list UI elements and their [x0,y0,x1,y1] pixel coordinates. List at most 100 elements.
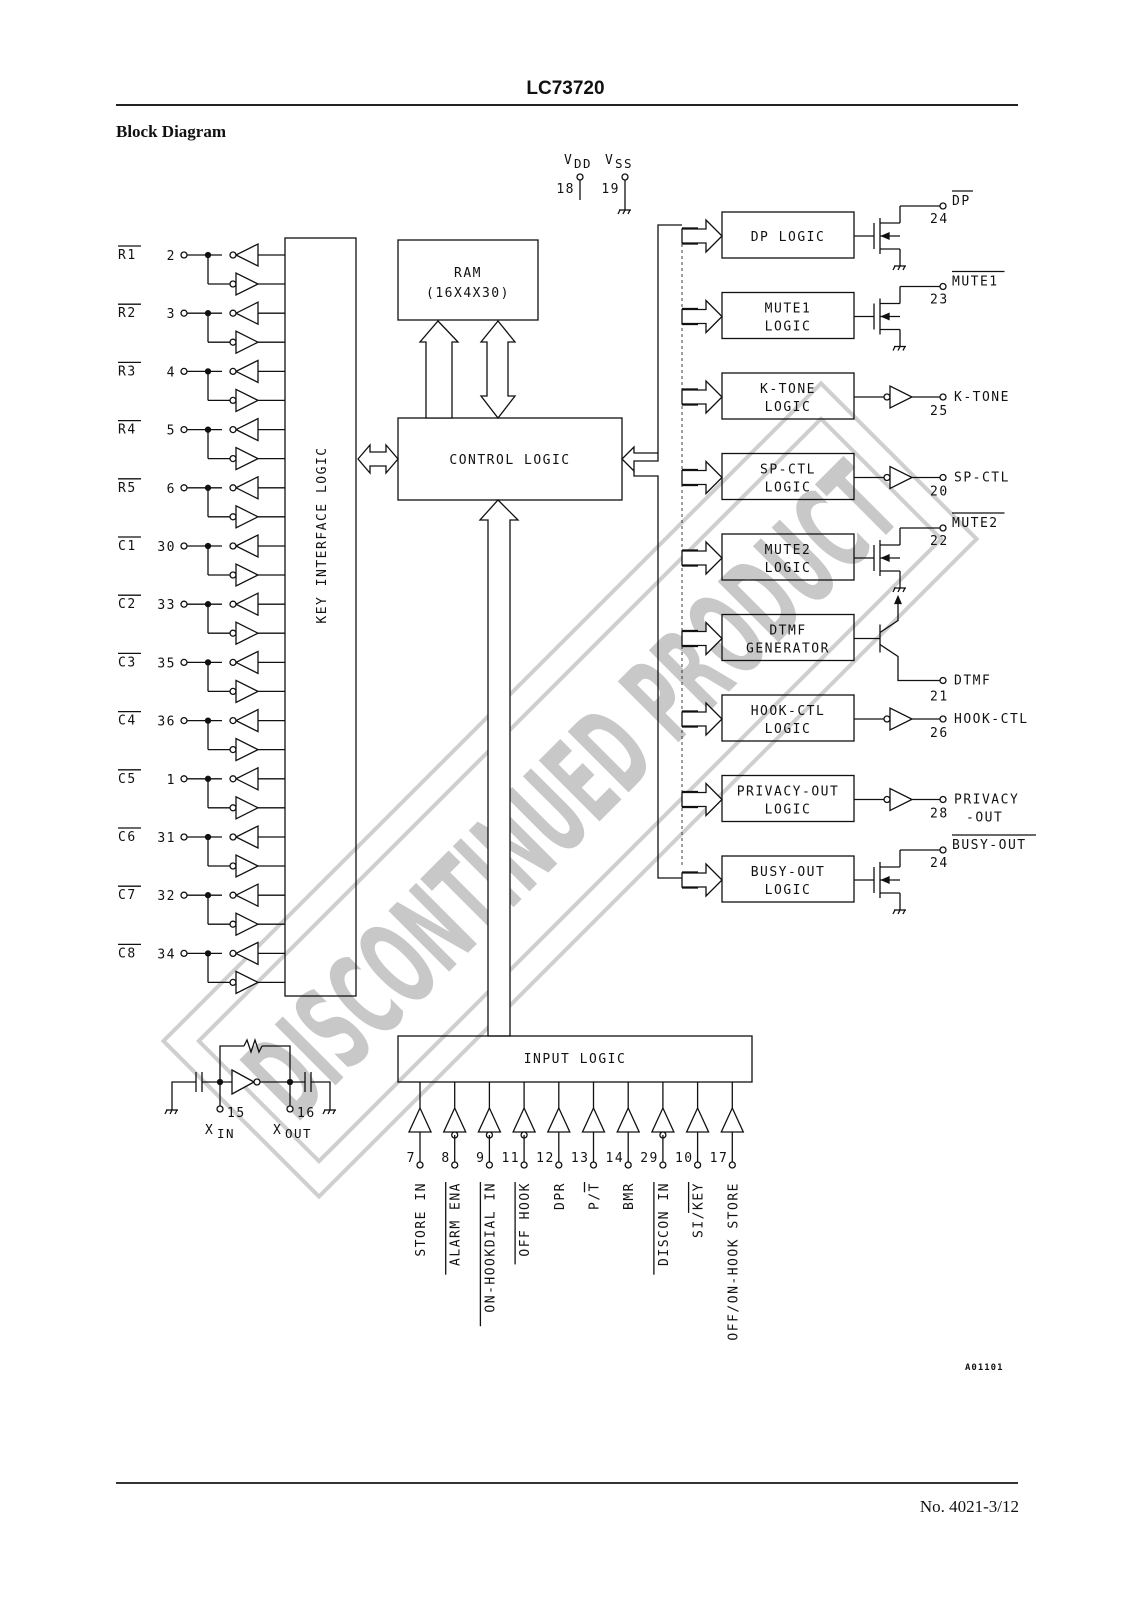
output-bus-arrow [681,459,723,496]
input-signal-label: ON-HOOKDIAL IN [483,1182,498,1313]
output-block-label: PRIVACY-OUT [737,785,840,800]
nmos-arrow [880,554,890,562]
vdd-pin-number: 18 [556,182,575,197]
input-terminal [728,1161,736,1169]
ground-icon [897,346,901,351]
inversion-bubble [229,571,237,579]
osc-wire [171,1081,196,1110]
ram-bidir-bus-arrow [479,319,517,420]
output-block-label-2: LOGIC [765,883,812,898]
output-signal-label: DTMF [954,674,991,689]
output-pin-number: 25 [930,404,949,419]
output-signal-label: HOOK-CTL [954,712,1029,727]
input-terminal [555,1161,563,1169]
inverter-icon [234,766,259,791]
document-number: No. 4021-3/12 [919,1497,1019,1516]
input-pin-number: 14 [606,1151,625,1166]
osc-wire [219,1045,244,1082]
key-input-label: C8 [118,946,137,961]
osc-inverter-icon [231,1068,256,1096]
output-signal-label-2: -OUT [966,811,1003,826]
input-signal-label: OFF HOOK [518,1182,533,1257]
key-pin-number: 2 [167,249,176,264]
output-bus-wire [657,224,682,453]
inversion-bubble [229,775,237,783]
ground-icon [327,1109,331,1115]
xin-terminal [216,1105,224,1113]
output-block-label-2: GENERATOR [746,642,830,657]
ground-icon [897,265,901,271]
buffer-icon [889,465,914,490]
inversion-bubble [883,473,891,482]
input-buffer-icon [581,1106,606,1133]
inversion-bubble [229,920,237,928]
key-pin-terminal [180,484,188,492]
key-pin-number: 33 [157,598,176,613]
output-terminal [939,795,947,804]
output-pin-number: 26 [930,726,949,741]
bjt-collector [879,600,899,634]
key-input-label: C4 [118,714,137,729]
inversion-bubble [229,716,237,725]
inverter-icon [234,592,259,617]
ground-icon [622,209,626,215]
inversion-bubble [229,425,237,434]
input-pin-number: 10 [675,1151,694,1166]
key-input-label: R5 [118,481,137,496]
ground-icon [892,587,896,593]
output-signal-label: BUSY-OUT [952,838,1027,853]
key-pin-number: 35 [157,656,176,671]
key-pin-terminal [180,949,188,958]
output-bus-arrow [681,540,723,576]
buffer-icon [235,330,260,355]
inverter-icon [234,708,259,733]
key-pin-terminal [180,775,188,783]
key-input-label: R2 [118,306,137,321]
output-logic-block [721,372,855,420]
input-logic-label: INPUT LOGIC [524,1052,627,1067]
inverter-icon [234,359,259,384]
vdd-terminal [576,173,584,181]
key-interface-logic-block [284,237,357,997]
xout-terminal [286,1105,294,1113]
output-block-label-2: LOGIC [765,722,812,737]
key-pin-number: 31 [157,831,176,846]
key-input-label: C2 [118,597,137,612]
buffer-icon [235,504,260,529]
header-rule [116,104,1018,106]
inverter-icon [234,650,259,675]
buffer-icon [235,621,260,646]
inversion-bubble [229,338,237,346]
inversion-bubble [229,804,237,812]
inverter-icon [234,533,259,559]
buffer-icon [889,706,914,732]
inverter-icon [234,883,259,908]
output-block-label: BUSY-OUT [751,865,826,880]
input-buffer-icon [407,1106,433,1133]
key-pin-number: 1 [167,773,176,788]
input-buffer-icon [720,1106,745,1133]
key-input-label: C7 [118,888,137,903]
control-out-arrow [621,445,659,473]
supply-arrow [894,594,902,605]
ground-icon [892,265,896,271]
inverter-icon [234,475,259,500]
input-buffer-icon [685,1106,710,1133]
output-logic-block [721,533,855,581]
input-pin-number: 11 [501,1151,520,1166]
input-buffer-icon [616,1106,641,1133]
buffer-icon [235,795,260,820]
input-terminal [416,1161,424,1169]
output-signal-label: PRIVACY [954,793,1019,808]
output-pin-number: 24 [930,856,949,871]
key-pin-terminal [180,658,188,667]
output-bus-wire-2 [633,471,682,879]
ground-icon [627,209,631,215]
inversion-bubble [229,629,237,637]
part-number-title: LC73720 [526,78,605,99]
output-pin-number: 24 [930,212,949,227]
inversion-bubble [253,1078,261,1086]
buffer-icon [235,970,260,995]
inversion-bubble [229,513,237,521]
output-pin-number: 22 [930,534,949,549]
